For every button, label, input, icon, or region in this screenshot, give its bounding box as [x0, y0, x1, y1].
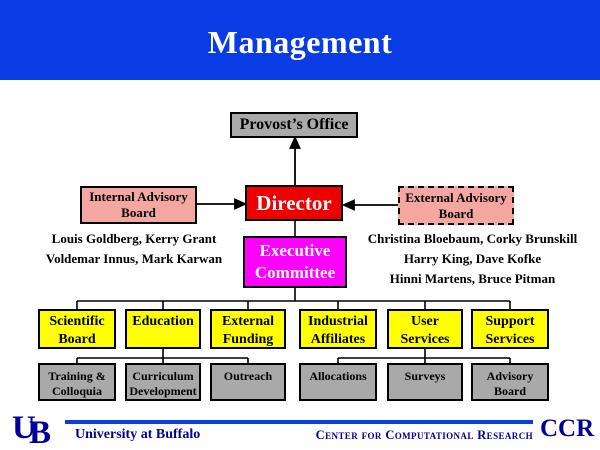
division-education: Education [125, 309, 201, 349]
division-industrial-affiliates: Industrial Affiliates [299, 309, 377, 349]
subunit-advisory-board: Advisory Board [471, 363, 549, 401]
ub-logo-icon: U B [12, 410, 68, 450]
member-line: Voldemar Innus, Mark Karwan [45, 251, 223, 266]
subunit-curriculum-development: Curriculum Development [125, 363, 201, 401]
arrowhead-up-icon [289, 135, 301, 149]
director-box: Director [245, 185, 343, 221]
external-advisory-members: Christina Bloebaum, Corky Brunskill Harr… [350, 229, 595, 289]
arrowhead-left-icon [341, 199, 355, 211]
division-support-services: Support Services [471, 309, 549, 349]
footer-center-name: Center for Computational Research [315, 428, 533, 442]
slide-title: Management [207, 24, 393, 60]
member-line: Louis Goldberg, Kerry Grant [51, 231, 217, 246]
subunit-outreach: Outreach [210, 363, 286, 401]
division-user-services: User Services [387, 309, 463, 349]
title-banner: Management [0, 0, 600, 80]
internal-advisory-members: Louis Goldberg, Kerry Grant Voldemar Inn… [34, 229, 234, 269]
footer-ccr-abbrev: CCR [540, 415, 595, 442]
external-advisory-board-box: External Advisory Board [398, 186, 514, 225]
subunit-allocations: Allocations [299, 363, 377, 401]
internal-advisory-board-box: Internal Advisory Board [80, 186, 197, 224]
subunit-surveys: Surveys [387, 363, 463, 401]
arrowhead-right-icon [234, 198, 248, 210]
ub-logo-b: B [29, 415, 52, 450]
ub-logo-u: U [12, 410, 36, 446]
division-scientific-board: Scientific Board [38, 309, 116, 349]
division-external-funding: External Funding [210, 309, 286, 349]
executive-committee-box: Executive Committee [243, 236, 347, 288]
member-line: Christina Bloebaum, Corky Brunskill [367, 231, 578, 246]
subunit-training-colloquia: Training & Colloquia [38, 363, 116, 401]
provost-office-box: Provost’s Office [230, 112, 358, 138]
footer-university-name: University at Buffalo [75, 427, 201, 442]
member-line: Hinni Martens, Bruce Pitman [389, 271, 556, 286]
footer-divider [65, 420, 533, 424]
member-line: Harry King, Dave Kofke [403, 251, 542, 266]
